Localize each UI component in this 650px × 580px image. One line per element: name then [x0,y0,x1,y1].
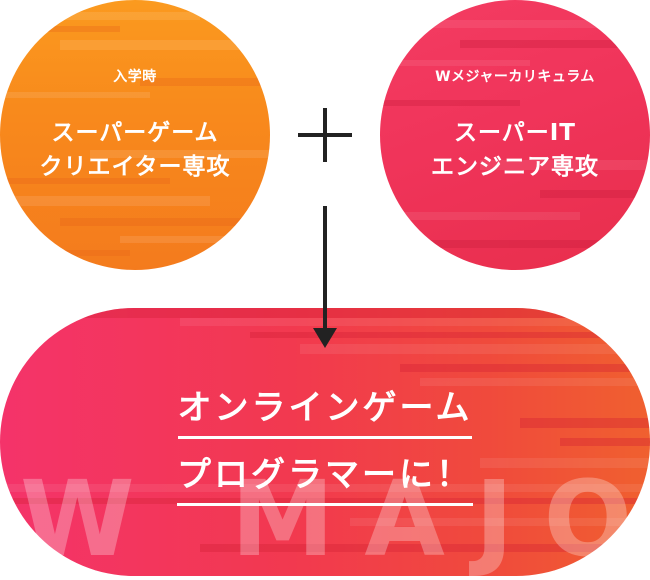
result-headline: オンラインゲーム プログラマーに！ [0,388,650,522]
left-course-circle: 入学時 スーパーゲーム クリエイター専攻 [0,0,270,270]
left-circle-title-line2: クリエイター専攻 [39,154,231,180]
plus-icon [298,108,352,162]
right-course-circle: Wメジャーカリキュラム スーパーIT エンジニア専攻 [380,0,650,270]
arrow-down-icon [313,206,337,348]
result-headline-line2: プログラマーに！ [177,455,473,506]
right-circle-title-line1: スーパーIT [453,120,577,146]
right-circle-kicker: Wメジャーカリキュラム [435,69,595,85]
watermark-text: W MAJOR [20,458,650,580]
left-circle-stripes [0,12,270,256]
pill-stripes [0,308,650,552]
right-circle-stripes [380,20,650,248]
right-circle-title: スーパーIT エンジニア専攻 [380,116,650,184]
result-pill [0,308,650,576]
left-circle-title: スーパーゲーム クリエイター専攻 [0,116,270,184]
result-headline-line1: オンラインゲーム [177,388,473,439]
left-circle-title-line1: スーパーゲーム [51,120,219,146]
left-circle-kicker: 入学時 [113,69,157,85]
right-circle-title-line2: エンジニア専攻 [431,154,599,180]
